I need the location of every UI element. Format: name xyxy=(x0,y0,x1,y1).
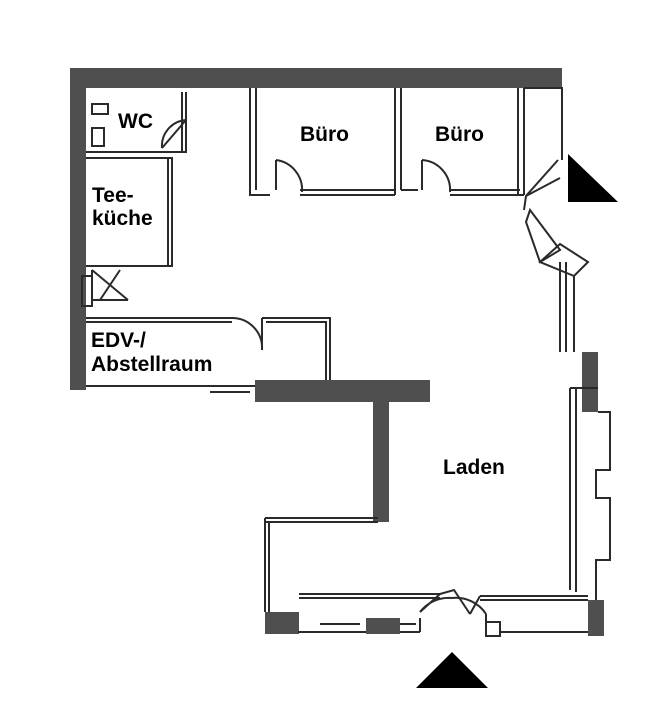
interior-lines xyxy=(81,87,611,637)
room-label-wc: WC xyxy=(118,110,153,133)
room-label-storage-line1: EDV-/ xyxy=(91,329,146,352)
room-label-office-2: Büro xyxy=(435,123,484,146)
entrance-arrow-east xyxy=(568,154,618,202)
room-label-tea-kitchen-line2: küche xyxy=(92,207,153,230)
entrance-arrow-south xyxy=(416,652,488,688)
room-label-office-1: Büro xyxy=(300,123,349,146)
room-label-storage-line2: Abstellraum xyxy=(91,353,213,376)
room-label-tea-kitchen-line1: Tee- xyxy=(92,184,134,207)
exterior-walls xyxy=(70,68,604,636)
room-label-shop: Laden xyxy=(443,456,505,479)
entrance-markers xyxy=(416,154,618,688)
